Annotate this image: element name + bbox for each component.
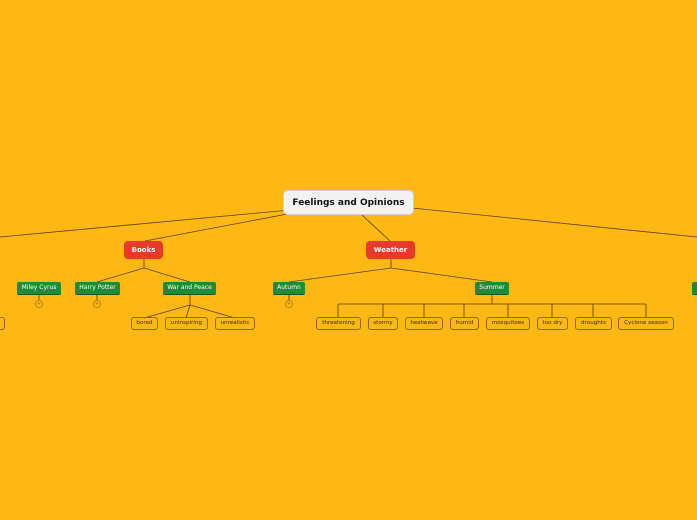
root-node[interactable]: Feelings and Opinions <box>283 190 414 215</box>
partial-leaf-node[interactable] <box>0 317 5 330</box>
leaf-node[interactable]: droughts <box>575 317 612 330</box>
leaf-node[interactable]: threatening <box>316 317 361 330</box>
leaf-node[interactable]: humid <box>450 317 479 330</box>
autumn-node[interactable]: Autumn <box>273 282 305 295</box>
miley-cyrus-node[interactable]: Miley Cyrus <box>17 282 61 295</box>
leaf-node[interactable]: unrealistic <box>215 317 255 330</box>
weather-node[interactable]: Weather <box>366 241 415 259</box>
collapsed-branch-icon[interactable]: + <box>35 300 43 308</box>
partial-sub-node[interactable] <box>692 282 697 295</box>
leaf-node[interactable]: bored <box>131 317 158 330</box>
harry-potter-node[interactable]: Harry Potter <box>75 282 120 295</box>
leaf-node[interactable]: Cyclone season <box>618 317 674 330</box>
summer-node[interactable]: Summer <box>475 282 509 295</box>
collapsed-branch-icon[interactable]: + <box>285 300 293 308</box>
leaf-node[interactable]: uninspiring <box>165 317 208 330</box>
leaf-node[interactable]: too dry <box>537 317 568 330</box>
leaf-node[interactable]: heatwave <box>405 317 443 330</box>
books-node[interactable]: Books <box>124 241 163 259</box>
war-and-peace-node[interactable]: War and Peace <box>163 282 216 295</box>
leaf-node[interactable]: mosquitoes <box>486 317 530 330</box>
collapsed-branch-icon[interactable]: + <box>93 300 101 308</box>
leaf-node[interactable]: stormy <box>368 317 398 330</box>
